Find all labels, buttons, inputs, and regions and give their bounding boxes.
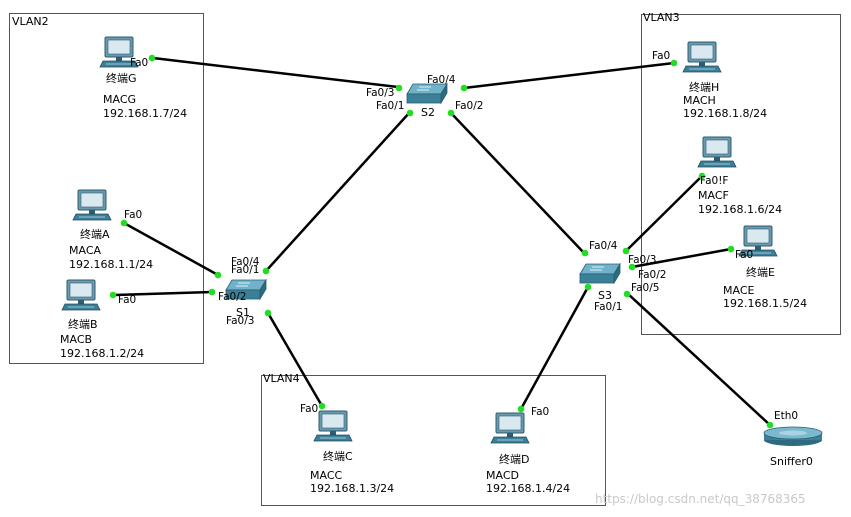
pc-d-icon[interactable] xyxy=(490,412,530,444)
pc-f-mac: MACF xyxy=(698,189,729,202)
pc-b-name: 终端B xyxy=(68,317,98,331)
port-label: Fa0/4 xyxy=(589,240,618,252)
pc-h-mac: MACH xyxy=(683,94,716,107)
switch-s3-label: S3 xyxy=(598,289,612,302)
pc-c-mac: MACC xyxy=(310,469,343,482)
link-g-s2[interactable] xyxy=(152,56,399,89)
pc-c-ip: 192.168.1.3/24 xyxy=(310,482,394,495)
port-label: Fa0/4 xyxy=(231,256,260,268)
port-dots xyxy=(109,54,774,429)
vlan2-label: VLAN2 xyxy=(12,15,49,28)
pc-h-name: 终端H xyxy=(689,80,719,94)
port-label: Fa0 xyxy=(735,249,753,261)
link-s3-f[interactable] xyxy=(625,175,703,252)
switch-s2-icon[interactable] xyxy=(406,83,448,104)
link-a-s1[interactable] xyxy=(123,221,219,277)
port-label: Fa0 xyxy=(300,403,318,415)
port-label: Fa0/1 xyxy=(231,264,259,276)
pc-a-icon[interactable] xyxy=(72,189,112,221)
switch-s3-icon[interactable] xyxy=(579,263,621,284)
sniffer-name: Sniffer0 xyxy=(770,455,813,468)
pc-a-mac: MACA xyxy=(69,244,102,257)
switch-s2-label: S2 xyxy=(421,106,435,119)
pc-c-name: 终端C xyxy=(323,449,353,463)
pc-g-name: 终端G xyxy=(106,71,137,85)
link-s2-s1[interactable] xyxy=(265,111,411,272)
pc-g-mac: MACG xyxy=(103,93,136,106)
port-label: Fa0/3 xyxy=(226,315,254,327)
port-label: Eth0 xyxy=(774,410,798,422)
vlan3-label: VLAN3 xyxy=(643,11,680,24)
pc-d-mac: MACD xyxy=(486,469,519,482)
pc-c-icon[interactable] xyxy=(313,410,353,442)
vlan3-box xyxy=(641,14,841,335)
port-label: Fa0 xyxy=(130,57,148,69)
pc-a-ip: 192.168.1.1/24 xyxy=(69,258,153,271)
watermark: https://blog.csdn.net/qq_38768365 xyxy=(595,492,806,506)
port-label: Fa0 xyxy=(652,50,670,62)
pc-a-name: 终端A xyxy=(80,227,110,241)
link-s2-h[interactable] xyxy=(463,61,675,90)
port-label: Fa0 xyxy=(124,209,142,221)
pc-h-icon[interactable] xyxy=(682,41,722,73)
pc-e-name: 终端E xyxy=(746,265,775,279)
port-label: Fa0!F xyxy=(700,175,728,187)
link-s3-sniffer[interactable] xyxy=(626,292,771,426)
pc-b-icon[interactable] xyxy=(61,279,101,311)
pc-d-name: 终端D xyxy=(499,452,529,466)
vlan4-box xyxy=(261,375,606,506)
port-label: Fa0/2 xyxy=(638,269,666,281)
port-label: Fa0/2 xyxy=(455,100,483,112)
pc-e-mac: MACE xyxy=(723,284,755,297)
port-label: Fa0/2 xyxy=(218,291,246,303)
pc-f-icon[interactable] xyxy=(697,136,737,168)
port-label: Fa0/5 xyxy=(631,282,659,294)
link-s3-e[interactable] xyxy=(631,247,732,269)
port-label: Fa0/1 xyxy=(594,301,622,313)
pc-d-ip: 192.168.1.4/24 xyxy=(486,482,570,495)
port-label: Fa0/3 xyxy=(366,87,394,99)
pc-e-ip: 192.168.1.5/24 xyxy=(723,297,807,310)
link-b-s1[interactable] xyxy=(113,290,213,297)
sniffer-icon[interactable] xyxy=(763,426,823,446)
port-label: Fa0/3 xyxy=(628,254,656,266)
port-label: Fa0/1 xyxy=(376,100,404,112)
link-s3-d[interactable] xyxy=(519,286,590,410)
pc-b-mac: MACB xyxy=(60,333,92,346)
port-label: Fa0/4 xyxy=(427,74,456,86)
port-label: Fa0 xyxy=(531,406,549,418)
pc-h-ip: 192.168.1.8/24 xyxy=(683,107,767,120)
port-label: Fa0 xyxy=(118,294,136,306)
link-s2-s3[interactable] xyxy=(450,112,586,255)
switch-s1-label: S1 xyxy=(236,306,250,319)
link-s1-c[interactable] xyxy=(266,312,324,407)
pc-b-ip: 192.168.1.2/24 xyxy=(60,347,144,360)
vlan2-box xyxy=(9,13,204,364)
pc-g-ip: 192.168.1.7/24 xyxy=(103,107,187,120)
pc-f-ip: 192.168.1.6/24 xyxy=(698,203,782,216)
vlan4-label: VLAN4 xyxy=(263,372,300,385)
